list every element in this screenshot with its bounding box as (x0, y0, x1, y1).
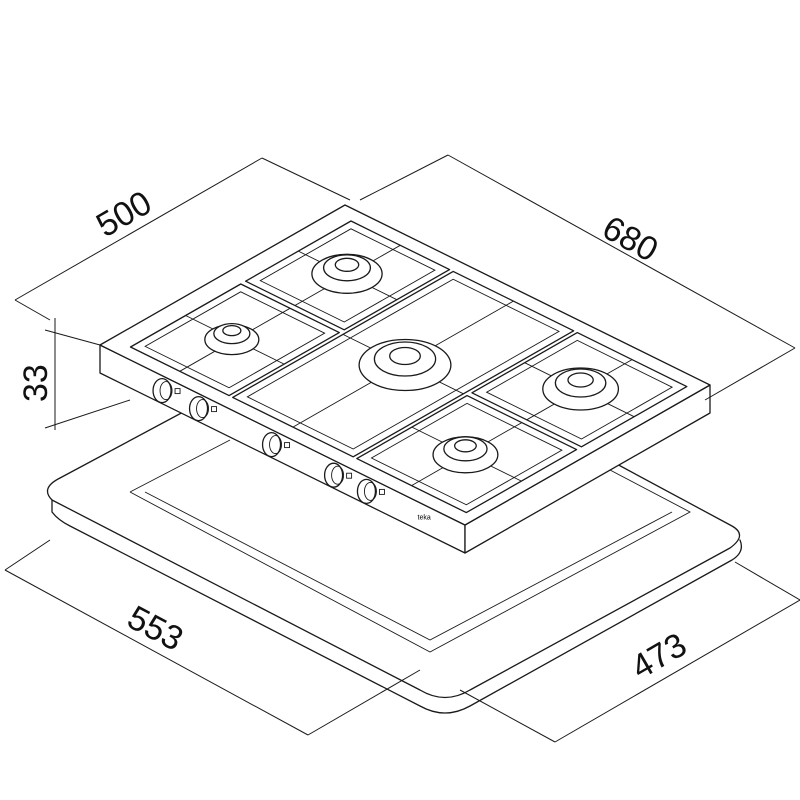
control-knob-face (196, 399, 210, 419)
knob-symbol-icon (379, 488, 385, 495)
knob-symbol-icon (174, 388, 181, 395)
countertop (46, 394, 743, 714)
brand-logo: teka (418, 515, 431, 522)
control-knob-face (331, 465, 345, 485)
pan-support-grate (471, 331, 688, 448)
control-knob (323, 462, 344, 488)
pan-support-grate-inner (370, 402, 563, 506)
dimension-cutout-depth-label: 473 (625, 626, 693, 687)
burner-center (389, 346, 421, 366)
gas-hob: teka (99, 204, 711, 554)
dimension-height-label: 33 (17, 364, 55, 402)
control-knob-face (364, 481, 377, 501)
control-knob (152, 377, 172, 404)
burner-center (222, 324, 242, 337)
burner-center (567, 372, 594, 388)
control-knob-face (269, 435, 282, 455)
control-knob (261, 431, 282, 458)
burner-center (454, 439, 477, 453)
pan-support-grate-inner (246, 278, 560, 450)
knob-symbol-icon (211, 406, 218, 413)
knob-symbol-icon (346, 472, 353, 479)
pan-support-grate-inner (259, 228, 436, 323)
pan-support-grate (245, 220, 451, 331)
control-knob (188, 395, 209, 422)
cutout-outline (129, 439, 691, 653)
dimension-cutout-width-label: 553 (121, 599, 189, 659)
pan-support-grate (232, 270, 575, 458)
dimension-depth-label: 500 (90, 184, 158, 245)
control-knob-face (159, 381, 173, 401)
pan-support-grate (356, 394, 578, 514)
pan-support-grate-inner (144, 291, 326, 389)
pan-support-grate-inner (485, 339, 674, 440)
dimension-width-label: 680 (596, 209, 664, 270)
knob-symbol-icon (284, 442, 290, 449)
control-knob (356, 478, 377, 505)
burner-center (334, 257, 360, 272)
pan-support-grate (129, 283, 340, 397)
